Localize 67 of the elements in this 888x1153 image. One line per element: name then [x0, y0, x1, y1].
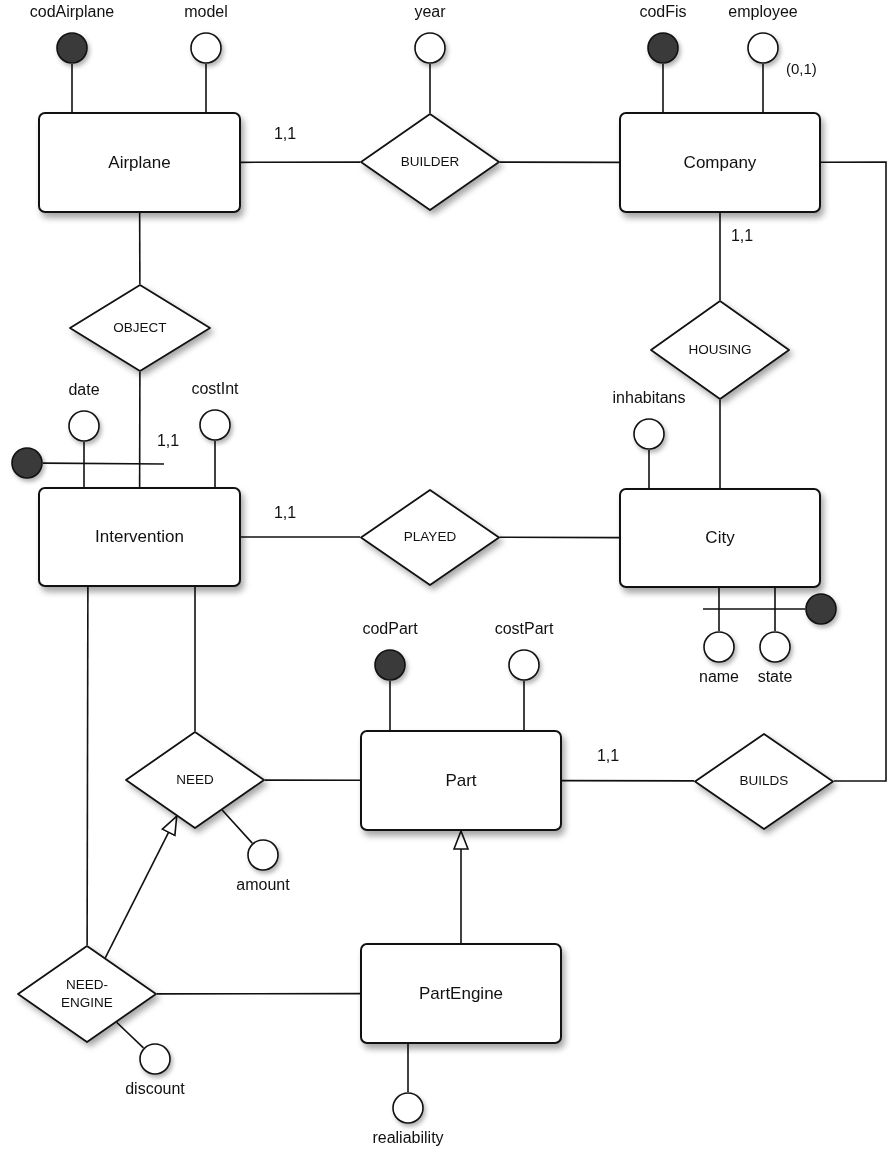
entity-box: Intervention	[38, 487, 241, 587]
connector-line	[407, 1043, 409, 1093]
connector-line	[115, 1021, 145, 1049]
attribute-name: realiability	[372, 1128, 444, 1148]
connector-line	[820, 161, 887, 782]
connector-line	[499, 161, 620, 164]
connector-line	[86, 586, 89, 946]
relationship-name: BUILDS	[738, 772, 790, 790]
connector-line	[240, 161, 361, 164]
cardinality-label: 1,1	[155, 432, 181, 450]
connector-line	[702, 608, 806, 610]
relationship-name: PLAYED	[402, 528, 458, 546]
cardinality-label: 1,1	[272, 504, 298, 522]
attribute-name: year	[414, 2, 446, 22]
attribute-name: date	[68, 380, 100, 400]
connector-line	[156, 992, 361, 995]
cardinality-label: 1,1	[595, 747, 621, 765]
inheritance-arrow	[104, 815, 178, 959]
connector-line	[83, 441, 85, 488]
connector-line	[498, 536, 620, 539]
connector-line	[194, 586, 196, 732]
cardinality-label: 1,1	[729, 227, 755, 245]
connector-line	[762, 63, 764, 113]
connector-line	[389, 680, 391, 731]
inheritance-arrow	[453, 830, 469, 944]
attribute-name: codPart	[362, 619, 418, 639]
connector-line	[42, 462, 165, 465]
attribute-name: costInt	[191, 379, 239, 399]
attribute-name: inhabitans	[612, 388, 686, 408]
relationship-name: NEED	[175, 771, 215, 789]
entity-box: City	[619, 488, 821, 588]
entity-box: Airplane	[38, 112, 241, 213]
relationship-name: HOUSING	[687, 341, 753, 359]
attribute-name: codAirplane	[29, 2, 115, 22]
connector-line	[71, 63, 73, 113]
connector-line	[138, 371, 141, 488]
attribute-name: model	[184, 2, 228, 22]
relationship-name: BUILDER	[399, 153, 461, 171]
connector-line	[523, 680, 525, 731]
entity-box: Company	[619, 112, 821, 213]
relationship-name: OBJECT	[112, 319, 168, 337]
connector-line	[718, 587, 720, 632]
relationship-name: NEED- ENGINE	[60, 976, 114, 1012]
connector-line	[138, 212, 141, 285]
attribute-name: discount	[125, 1079, 185, 1099]
entity-box: PartEngine	[360, 943, 562, 1044]
connector-line	[648, 449, 650, 489]
connector-line	[719, 212, 721, 301]
connector-line	[264, 779, 361, 782]
entity-box: Part	[360, 730, 562, 831]
connector-line	[662, 63, 664, 113]
attribute-name: state	[757, 667, 793, 687]
connector-line	[214, 440, 216, 488]
connector-line	[240, 536, 361, 538]
connector-line	[221, 809, 254, 844]
attribute-name: codFis	[639, 2, 687, 22]
connector-line	[429, 63, 431, 114]
cardinality-label: (0,1)	[786, 60, 817, 78]
attribute-name: costPart	[494, 619, 554, 639]
connector-line	[205, 63, 207, 113]
connector-line	[561, 779, 695, 782]
attribute-name: employee	[728, 2, 798, 22]
connector-line	[774, 587, 776, 632]
connector-line	[719, 399, 721, 489]
attribute-name: name	[699, 667, 739, 687]
attribute-name: amount	[236, 875, 290, 895]
cardinality-label: 1,1	[272, 125, 298, 143]
